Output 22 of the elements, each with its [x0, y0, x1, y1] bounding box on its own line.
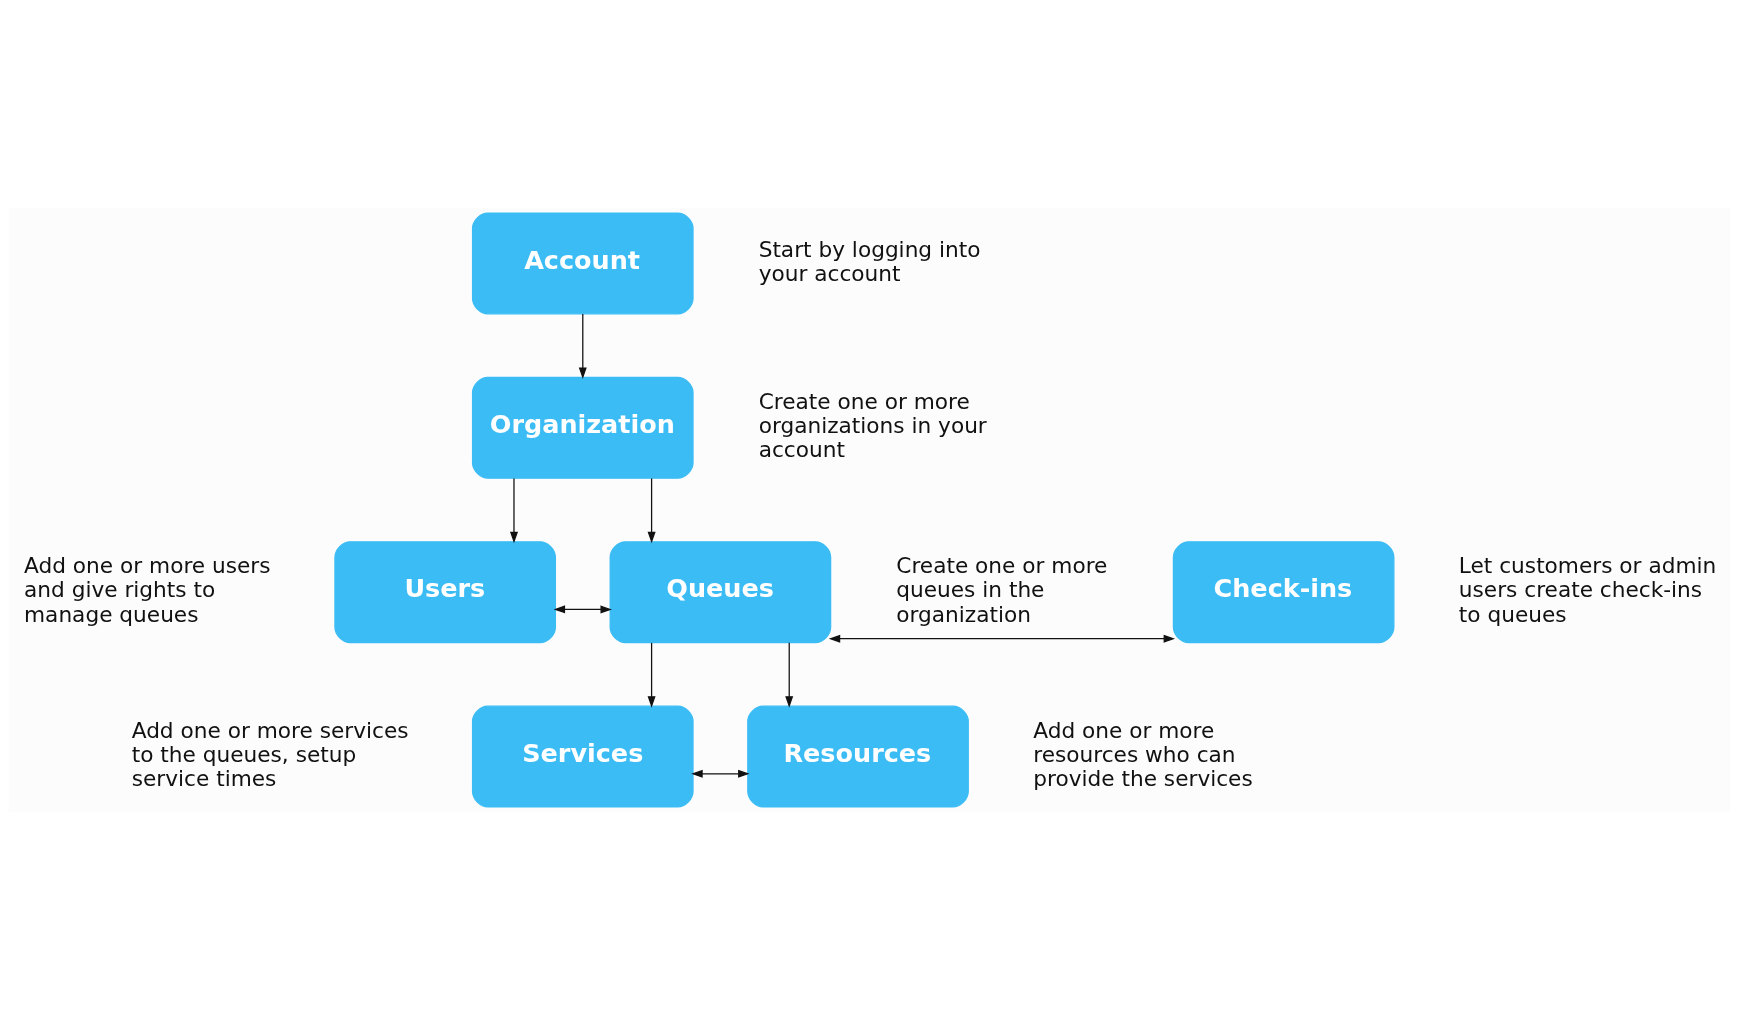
node-label: Start by logging into your account	[758, 236, 981, 286]
arrow	[509, 477, 518, 544]
node-label: Add one or more resources who can provide the services	[1033, 717, 1253, 792]
arrow	[691, 769, 750, 778]
node-box: Organization	[471, 376, 694, 479]
arrow	[647, 477, 656, 544]
node-label: Add one or more services to the queues, setup service times	[131, 717, 409, 792]
node-box: Check-ins	[1172, 541, 1395, 644]
node-box: Queues	[609, 541, 832, 644]
arrow	[553, 605, 612, 614]
node-label: Create one or more queues in the organization	[896, 553, 1108, 627]
node-label: Let customers or admin users create check-ins to queues	[1458, 553, 1717, 627]
node-box: Account	[471, 212, 694, 315]
node-label: Add one or more users and give rights to manage queues	[24, 553, 271, 627]
node-label: Create one or more organizations in your account	[758, 388, 987, 463]
arrow	[578, 313, 587, 379]
node-box: Users	[334, 541, 557, 644]
arrow	[828, 634, 1176, 643]
node-box: Services	[471, 705, 694, 808]
arrow	[647, 642, 656, 708]
arrow	[785, 642, 794, 708]
node-box: Resources	[747, 705, 969, 808]
